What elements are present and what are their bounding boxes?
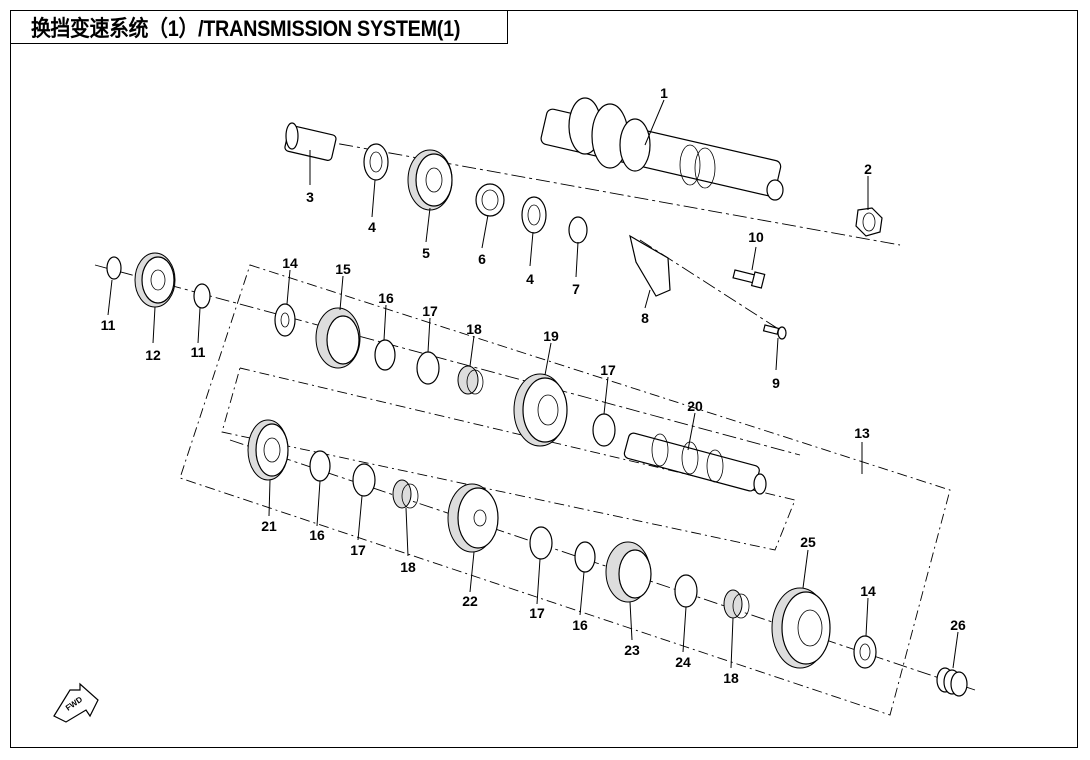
washer-17-upper: [416, 351, 440, 385]
callout-25: 25: [800, 534, 816, 550]
upper-axis-line: [289, 134, 901, 246]
callout-18: 18: [400, 559, 416, 575]
callout-1: 1: [660, 85, 668, 101]
washer-14-upper: [274, 303, 296, 337]
circlip-7-part: [568, 216, 588, 244]
nut-part: [855, 207, 883, 237]
callout-17: 17: [350, 542, 366, 558]
callout-20: 20: [687, 398, 703, 414]
bearing-18-upper: [457, 365, 484, 395]
group-outline-20: [221, 367, 796, 551]
callout-9: 9: [772, 375, 780, 391]
callout-12: 12: [145, 347, 161, 363]
bolt-10-part: [732, 269, 766, 289]
gear-12-part: [134, 252, 176, 308]
gear-21-part: [247, 419, 289, 481]
washer-14-lower: [853, 635, 877, 669]
washer-4-upper-right: [521, 196, 547, 234]
callout-23: 23: [624, 642, 640, 658]
circlip-11-right: [193, 283, 211, 309]
callout-8: 8: [641, 310, 649, 326]
callout-17: 17: [600, 362, 616, 378]
shift-dog-15-part: [315, 307, 361, 369]
bolt-9-part: [762, 324, 787, 340]
fwd-arrow-icon: FWD: [53, 682, 99, 723]
plate-8-part: [629, 234, 671, 297]
washer-17-mid: [592, 413, 616, 447]
bushing-part: [284, 122, 337, 161]
callout-4: 4: [368, 219, 376, 235]
gear-25-part: [771, 587, 831, 669]
washer-24-part: [674, 574, 698, 608]
callout-19: 19: [543, 328, 559, 344]
bearing-18-lower-right: [723, 589, 750, 619]
leader-lines: [107, 99, 959, 669]
bearing-18-lower-left: [392, 479, 419, 509]
callout-7: 7: [572, 281, 580, 297]
circlip-16-upper: [374, 339, 396, 371]
callout-18: 18: [723, 670, 739, 686]
callout-4: 4: [526, 271, 534, 287]
callout-14: 14: [860, 583, 876, 599]
callout-16: 16: [572, 617, 588, 633]
callout-21: 21: [261, 518, 277, 534]
title-box: 换挡变速系统（1）/TRANSMISSION SYSTEM(1): [10, 10, 508, 44]
gear-19-part: [513, 373, 568, 447]
callout-15: 15: [335, 261, 351, 277]
gear-22-part: [447, 483, 499, 553]
callout-11: 11: [101, 317, 116, 333]
gear-5-part: [407, 149, 453, 211]
group-outline-13: [179, 264, 951, 716]
diagram-frame: [10, 10, 1078, 748]
callout-24: 24: [675, 654, 691, 670]
washer-17-lower-left: [352, 463, 376, 497]
callout-17: 17: [529, 605, 545, 621]
main-shaft-part: [540, 97, 784, 201]
circlip-11-left: [106, 256, 122, 280]
spring-26-part: [936, 667, 968, 697]
washer-17-lower-right: [529, 526, 553, 560]
shift-dog-23-part: [605, 541, 652, 603]
middle-axis-line: [94, 264, 801, 456]
callout-3: 3: [306, 189, 314, 205]
countershaft-20-part: [623, 432, 767, 495]
callout-16: 16: [309, 527, 325, 543]
callout-11: 11: [191, 344, 206, 360]
callout-5: 5: [422, 245, 430, 261]
bushing-6-part: [475, 183, 505, 217]
callout-17: 17: [422, 303, 438, 319]
callout-13: 13: [854, 425, 870, 441]
callout-26: 26: [950, 617, 966, 633]
callout-10: 10: [748, 229, 764, 245]
circlip-16-lower-left: [309, 450, 331, 482]
callout-14: 14: [282, 255, 298, 271]
page-title: 换挡变速系统（1）/TRANSMISSION SYSTEM(1): [31, 16, 461, 41]
circlip-16-lower-right: [574, 541, 596, 573]
washer-4-upper-left: [363, 143, 389, 181]
callout-18: 18: [466, 321, 482, 337]
callout-2: 2: [864, 161, 872, 177]
callout-6: 6: [478, 251, 486, 267]
callout-16: 16: [378, 290, 394, 306]
callout-22: 22: [462, 593, 478, 609]
